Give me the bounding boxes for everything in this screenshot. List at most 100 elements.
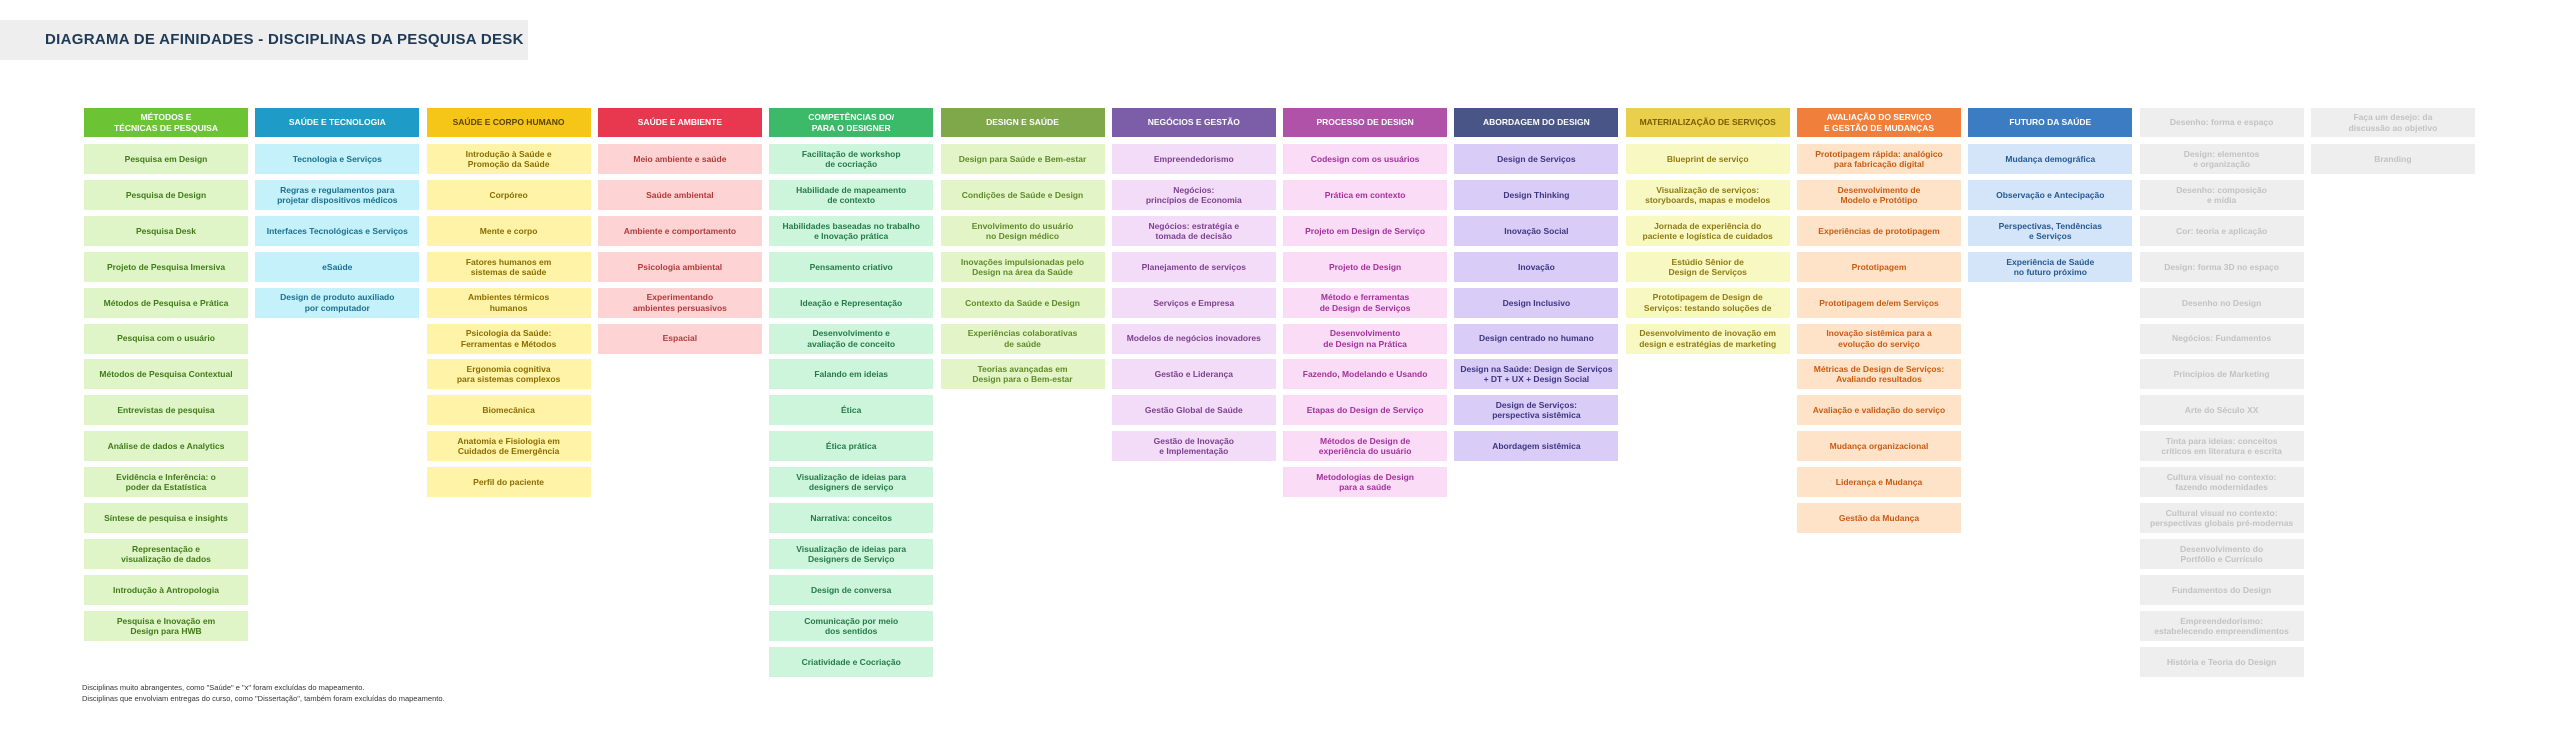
sticky-note: Estúdio Sênior de Design de Serviços xyxy=(1625,251,1790,282)
column-header: FUTURO DA SAÚDE xyxy=(1968,108,2133,137)
sticky-note: Design centrado no humano xyxy=(1454,323,1619,354)
sticky-note: Introdução à Saúde e Promoção da Saúde xyxy=(426,144,591,174)
sticky-note: Avaliação e validação do serviço xyxy=(1797,395,1961,426)
sticky-note: Projeto de Design xyxy=(1283,251,1448,282)
sticky-note: Inovação xyxy=(1454,251,1619,282)
sticky-note: Contexto da Saúde e Design xyxy=(940,287,1105,318)
column-header: MATERIALIZAÇÃO DE SERVIÇOS xyxy=(1625,108,1790,137)
sticky-note: Pensamento criativo xyxy=(769,251,934,282)
sticky-note: Anatomia e Fisiologia em Cuidados de Eme… xyxy=(426,431,591,462)
sticky-note: Saúde ambiental xyxy=(597,179,762,210)
sticky-note: Habilidade de mapeamento de contexto xyxy=(769,179,934,210)
column-header: AVALIAÇÃO DO SERVIÇO E GESTÃO DE MUDANÇA… xyxy=(1797,108,1961,137)
sticky-note: Arte do Século XX xyxy=(2139,395,2304,426)
sticky-note: Métodos de Pesquisa Contextual xyxy=(84,359,248,390)
sticky-note: Evidência e Inferência: o poder da Estat… xyxy=(84,467,248,498)
sticky-note: Inovações impulsionadas pelo Design na á… xyxy=(940,251,1105,282)
sticky-note: Branding xyxy=(2310,144,2475,174)
sticky-note: Visualização de ideias para designers de… xyxy=(769,467,934,498)
sticky-note: Prototipagem xyxy=(1797,251,1961,282)
sticky-note: Pesquisa Desk xyxy=(84,215,248,246)
sticky-note: Regras e regulamentos para projetar disp… xyxy=(255,179,420,210)
sticky-note: Inovação sistêmica para a evolução do se… xyxy=(1797,323,1961,354)
sticky-note: Ética xyxy=(769,395,934,426)
sticky-note: Gestão da Mudança xyxy=(1797,503,1961,533)
sticky-note: Design de Serviços xyxy=(1454,144,1619,174)
sticky-note: eSaúde xyxy=(255,251,420,282)
sticky-note: Introdução à Antropologia xyxy=(84,574,248,605)
sticky-note: Prática em contexto xyxy=(1283,179,1448,210)
sticky-note: Projeto de Pesquisa Imersiva xyxy=(84,251,248,282)
affinity-column: AVALIAÇÃO DO SERVIÇO E GESTÃO DE MUDANÇA… xyxy=(1797,108,1961,533)
sticky-note: Visualização de serviços: storyboards, m… xyxy=(1625,179,1790,210)
sticky-note: Ambientes térmicos humanos xyxy=(426,287,591,318)
sticky-note: Negócios: princípios de Economia xyxy=(1111,179,1276,210)
sticky-note: Desenho no Design xyxy=(2139,287,2304,318)
sticky-note: Criatividade e Cocriação xyxy=(769,646,934,677)
sticky-note: Serviços e Empresa xyxy=(1111,287,1276,318)
sticky-note: Empreendedorismo: estabelecendo empreend… xyxy=(2139,610,2304,641)
sticky-note: Cor: teoria e aplicação xyxy=(2139,215,2304,246)
sticky-note: Perspectivas, Tendências e Serviços xyxy=(1968,215,2133,246)
sticky-note: Gestão e Liderança xyxy=(1111,359,1276,390)
sticky-note: Prototipagem rápida: analógico para fabr… xyxy=(1797,144,1961,174)
footnotes: Disciplinas muito abrangentes, como "Saú… xyxy=(82,683,445,705)
sticky-note: Habilidades baseadas no trabalho e Inova… xyxy=(769,215,934,246)
sticky-note: Design de conversa xyxy=(769,574,934,605)
sticky-note: Cultura visual no contexto: fazendo mode… xyxy=(2139,467,2304,498)
sticky-note: Desenvolvimento de Design na Prática xyxy=(1283,323,1448,354)
sticky-note: Cultural visual no contexto: perspectiva… xyxy=(2139,503,2304,533)
sticky-note: Prototipagem de Design de Serviços: test… xyxy=(1625,287,1790,318)
sticky-note: Meio ambiente e saúde xyxy=(597,144,762,174)
sticky-note: Experiência de Saúde no futuro próximo xyxy=(1968,251,2133,282)
page-title: DIAGRAMA DE AFINIDADES - DISCIPLINAS DA … xyxy=(45,31,524,48)
sticky-note: Desenvolvimento e avaliação de conceito xyxy=(769,323,934,354)
sticky-note: Design de Serviços: perspectiva sistêmic… xyxy=(1454,395,1619,426)
sticky-note: Desenvolvimento de inovação em design e … xyxy=(1625,323,1790,354)
sticky-note: Métodos de Design de experiência do usuá… xyxy=(1283,431,1448,462)
sticky-note: Ergonomia cognitiva para sistemas comple… xyxy=(426,359,591,390)
sticky-note: Princípios de Marketing xyxy=(2139,359,2304,390)
sticky-note: Mudança demográfica xyxy=(1968,144,2133,174)
sticky-note: Psicologia ambiental xyxy=(597,251,762,282)
footnote: Disciplinas muito abrangentes, como "Saú… xyxy=(82,683,365,692)
sticky-note: Experimentando ambientes persuasivos xyxy=(597,287,762,318)
sticky-note: Perfil do paciente xyxy=(426,467,591,498)
sticky-note: Biomecânica xyxy=(426,395,591,426)
title-bar xyxy=(0,20,528,60)
sticky-note: Abordagem sistêmica xyxy=(1454,431,1619,462)
sticky-note: Representação e visualização de dados xyxy=(84,538,248,569)
sticky-note: Condições de Saúde e Design xyxy=(940,179,1105,210)
sticky-note: Desenvolvimento do Portfólio e Currículo xyxy=(2139,538,2304,569)
sticky-note: Prototipagem de/em Serviços xyxy=(1797,287,1961,318)
affinity-column: DESIGN E SAÚDE Design para Saúde e Bem-es… xyxy=(940,108,1105,390)
sticky-note: Etapas do Design de Serviço xyxy=(1283,395,1448,426)
sticky-note: Design Inclusivo xyxy=(1454,287,1619,318)
sticky-note: Fatores humanos em sistemas de saúde xyxy=(426,251,591,282)
affinity-column: SAÚDE E CORPO HUMANO Introdução à Saúde e… xyxy=(426,108,591,498)
sticky-note: Interfaces Tecnológicas e Serviços xyxy=(255,215,420,246)
sticky-note: Ética prática xyxy=(769,431,934,462)
sticky-note: Empreendedorismo xyxy=(1111,144,1276,174)
sticky-note: Ambiente e comportamento xyxy=(597,215,762,246)
sticky-note: Design para Saúde e Bem-estar xyxy=(940,144,1105,174)
sticky-note: História e Teoria do Design xyxy=(2139,646,2304,677)
sticky-note: Design: forma 3D no espaço xyxy=(2139,251,2304,282)
sticky-note: Inovação Social xyxy=(1454,215,1619,246)
sticky-note: Síntese de pesquisa e insights xyxy=(84,503,248,533)
sticky-note: Metodologias de Design para a saúde xyxy=(1283,467,1448,498)
sticky-note: Desenho: composição e mídia xyxy=(2139,179,2304,210)
sticky-note: Design de produto auxiliado por computad… xyxy=(255,287,420,318)
sticky-note: Falando em ideias xyxy=(769,359,934,390)
column-header: SAÚDE E CORPO HUMANO xyxy=(426,108,591,137)
sticky-note: Jornada de experiência do paciente e log… xyxy=(1625,215,1790,246)
column-header: PROCESSO DE DESIGN xyxy=(1283,108,1448,137)
column-header: DESIGN E SAÚDE xyxy=(940,108,1105,137)
